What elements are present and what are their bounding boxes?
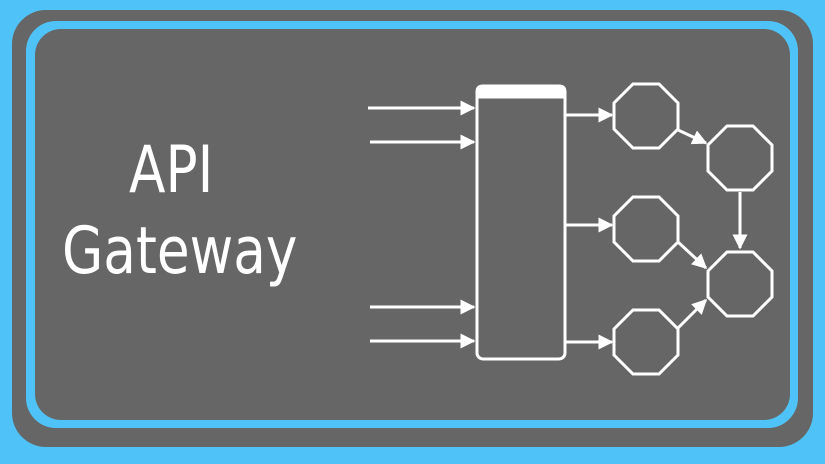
service-octagon-1 — [612, 82, 680, 150]
gateway-box — [475, 85, 567, 361]
service-octagon-2 — [706, 124, 774, 192]
service-arrow-3-to-4 — [676, 240, 708, 270]
gateway-box-header — [475, 84, 567, 99]
service-octagon-5 — [612, 308, 680, 376]
title-line-api: API — [129, 133, 214, 208]
inner-panel — [35, 29, 790, 420]
title-line-gateway: Gateway — [62, 214, 298, 289]
service-arrow-5-to-4 — [676, 298, 708, 330]
service-octagon-3 — [612, 195, 680, 263]
service-octagon-4 — [706, 250, 774, 318]
service-arrow-1-to-2 — [677, 128, 708, 145]
